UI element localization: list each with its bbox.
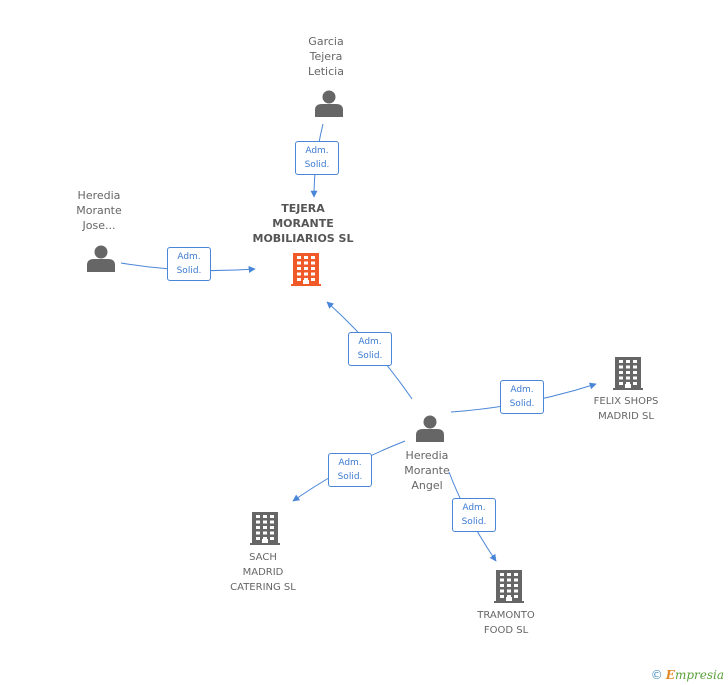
- edge-label-line: Solid.: [509, 399, 535, 409]
- edge-label-line: Solid.: [357, 351, 383, 361]
- node-label-line: Garcia: [308, 35, 344, 48]
- brand-name: mpresia: [674, 668, 724, 682]
- edge-label-heredia-angel-to-felix[interactable]: Adm. Solid.: [500, 380, 544, 414]
- person-icon-heredia-jose[interactable]: [87, 245, 115, 273]
- node-label-line: MADRID SL: [598, 411, 654, 422]
- node-label-line: Angel: [411, 479, 443, 492]
- edge-label-line: Adm.: [462, 503, 486, 513]
- node-label-tramonto[interactable]: TRAMONTO FOOD SL: [477, 608, 534, 638]
- node-label-line: FELIX SHOPS: [593, 396, 659, 407]
- node-label-line: Jose...: [82, 219, 116, 232]
- edge-label-heredia-jose-to-tejera[interactable]: Adm. Solid.: [167, 247, 211, 281]
- node-label-line: CATERING SL: [230, 582, 296, 593]
- node-label-line: Heredia: [77, 189, 121, 202]
- node-label-line: FOOD SL: [483, 625, 529, 636]
- building-icon-tejera[interactable]: [291, 253, 321, 286]
- node-label-line: Tejera: [309, 50, 343, 63]
- node-label-line: SACH: [249, 552, 277, 563]
- edge-label-line: Solid.: [337, 472, 363, 482]
- node-label-tejera[interactable]: TEJERA MORANTE MOBILIARIOS SL: [253, 201, 354, 246]
- edge-label-heredia-angel-to-tramonto[interactable]: Adm. Solid.: [452, 498, 496, 532]
- edge-label-line: Adm.: [358, 337, 382, 347]
- node-label-line: TRAMONTO: [477, 610, 535, 621]
- edge-label-garcia-to-tejera[interactable]: Adm. Solid.: [295, 141, 339, 175]
- edge-label-line: Solid.: [304, 160, 330, 170]
- building-icon-tramonto[interactable]: [494, 570, 524, 603]
- node-label-line: Morante: [404, 464, 450, 477]
- edge-label-heredia-angel-to-tejera[interactable]: Adm. Solid.: [348, 332, 392, 366]
- person-icon-garcia[interactable]: [315, 90, 343, 118]
- edge-label-line: Solid.: [461, 517, 487, 527]
- building-icon-sach[interactable]: [250, 512, 280, 545]
- node-label-line: MADRID: [242, 567, 284, 578]
- edge-label-line: Adm.: [305, 146, 329, 156]
- node-label-sach[interactable]: SACH MADRID CATERING SL: [230, 550, 296, 595]
- edge-label-line: Adm.: [338, 458, 362, 468]
- edge-label-heredia-angel-to-sach[interactable]: Adm. Solid.: [328, 453, 372, 487]
- empresia-watermark: ©Empresia: [651, 668, 724, 682]
- building-icon-felix[interactable]: [613, 357, 643, 390]
- node-label-line: Heredia: [405, 449, 449, 462]
- edge-label-line: Adm.: [510, 385, 534, 395]
- edge-label-line: Solid.: [176, 266, 202, 276]
- node-label-line: MOBILIARIOS SL: [252, 232, 354, 245]
- person-icon-heredia-angel[interactable]: [416, 415, 444, 443]
- node-label-felix[interactable]: FELIX SHOPS MADRID SL: [594, 394, 659, 424]
- node-label-line: MORANTE: [272, 217, 334, 230]
- edge-label-line: Adm.: [177, 252, 201, 262]
- copyright-symbol: ©: [650, 668, 663, 682]
- node-label-line: TEJERA: [281, 202, 325, 215]
- brand-initial: E: [665, 668, 675, 682]
- node-label-line: Morante: [76, 204, 122, 217]
- node-label-line: Leticia: [308, 65, 344, 78]
